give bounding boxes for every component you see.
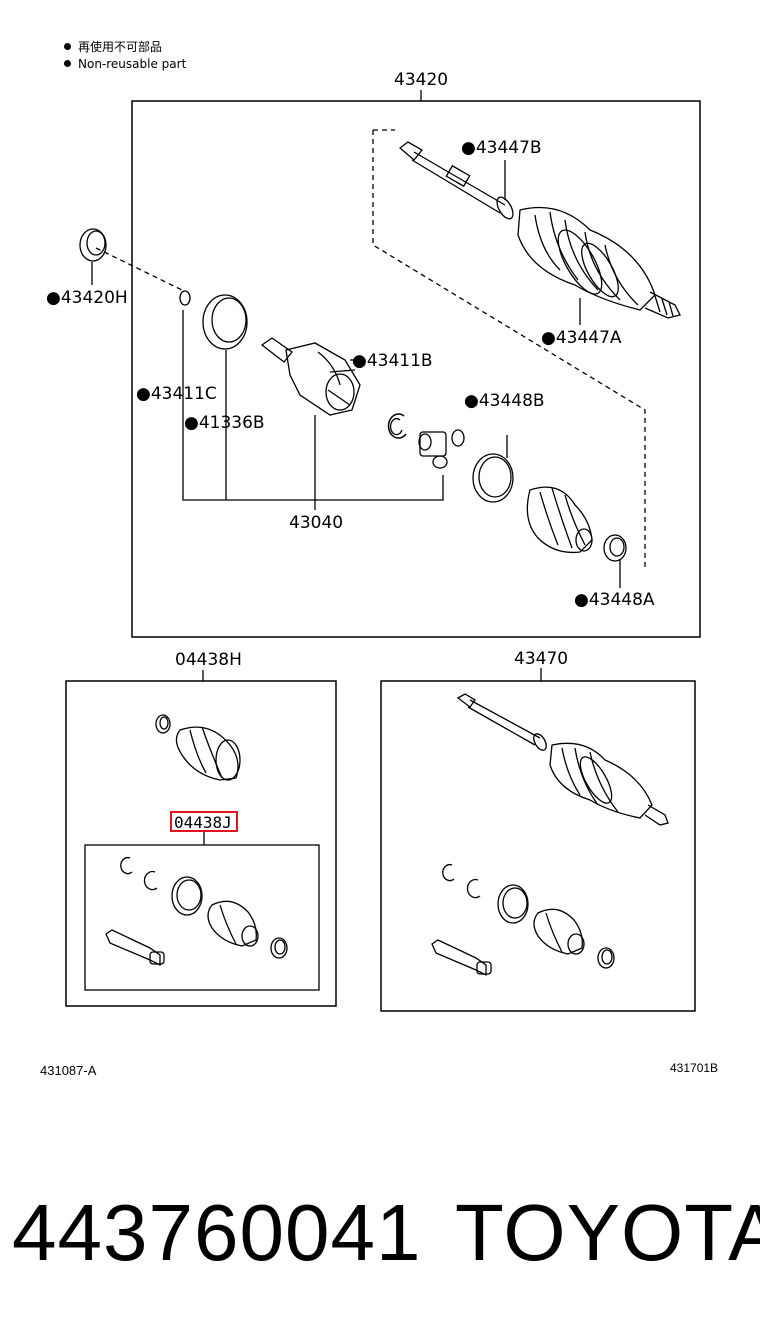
assembly-box-43470 bbox=[380, 668, 696, 1012]
label-43040: 43040 bbox=[289, 513, 343, 533]
label-04438H: 04438H bbox=[175, 650, 242, 670]
label-43448A: ●43448A bbox=[574, 590, 655, 610]
bullet-icon bbox=[64, 60, 71, 67]
kit-04438H-boot-drawing bbox=[155, 714, 241, 781]
label-43447B: ●43447B bbox=[461, 138, 542, 158]
circlip-drawing bbox=[387, 413, 407, 439]
brand-name: TOYOTA bbox=[455, 1188, 760, 1277]
label-43420H: ●43420H bbox=[46, 288, 128, 308]
kit-box-04438H bbox=[65, 670, 337, 1007]
dashed-group-outline bbox=[372, 129, 646, 568]
assembly-box-43420 bbox=[131, 90, 701, 638]
legend-non-reusable-en: Non-reusable part bbox=[64, 57, 186, 71]
highlight-box-04438J bbox=[170, 811, 238, 832]
seal-43420H-drawing bbox=[79, 228, 107, 262]
assembly-43470-contents-drawing bbox=[431, 863, 615, 977]
legend-non-reusable-cn: 再使用不可部品 bbox=[64, 40, 162, 54]
part-number: 443760041 bbox=[12, 1188, 422, 1277]
kit-04438J-contents-drawing bbox=[105, 856, 288, 967]
inboard-boot-drawing bbox=[526, 486, 593, 554]
figure-code-right: 431701B bbox=[670, 1061, 719, 1075]
figure-code-left: 431087-A bbox=[40, 1063, 97, 1078]
bullet-icon bbox=[64, 43, 71, 50]
label-41336B: ●41336B bbox=[184, 413, 265, 433]
outboard-shaft-drawing bbox=[398, 141, 681, 319]
bracket-43040 bbox=[182, 310, 444, 510]
snap-ring-43411C-drawing bbox=[179, 290, 191, 306]
dashed-leader-43420H bbox=[95, 247, 183, 291]
label-04438J: 04438J bbox=[174, 813, 232, 832]
ring-41336B-drawing bbox=[202, 294, 248, 350]
inboard-joint-43040-drawing bbox=[260, 337, 361, 416]
label-43411B: ●43411B bbox=[352, 351, 433, 371]
label-43447A: ●43447A bbox=[541, 328, 622, 348]
tripod-drawing bbox=[418, 429, 465, 469]
clamp-43448B-drawing bbox=[472, 453, 514, 503]
circlip-inner-drawing bbox=[389, 417, 403, 436]
label-43448B: ●43448B bbox=[464, 391, 545, 411]
clamp-43448A-drawing bbox=[603, 534, 627, 562]
label-43470: 43470 bbox=[514, 649, 568, 669]
kit-box-04438J bbox=[84, 844, 320, 991]
assembly-43470-shaft-drawing bbox=[456, 693, 669, 826]
label-43411C: ●43411C bbox=[136, 384, 217, 404]
label-43420: 43420 bbox=[394, 70, 448, 90]
